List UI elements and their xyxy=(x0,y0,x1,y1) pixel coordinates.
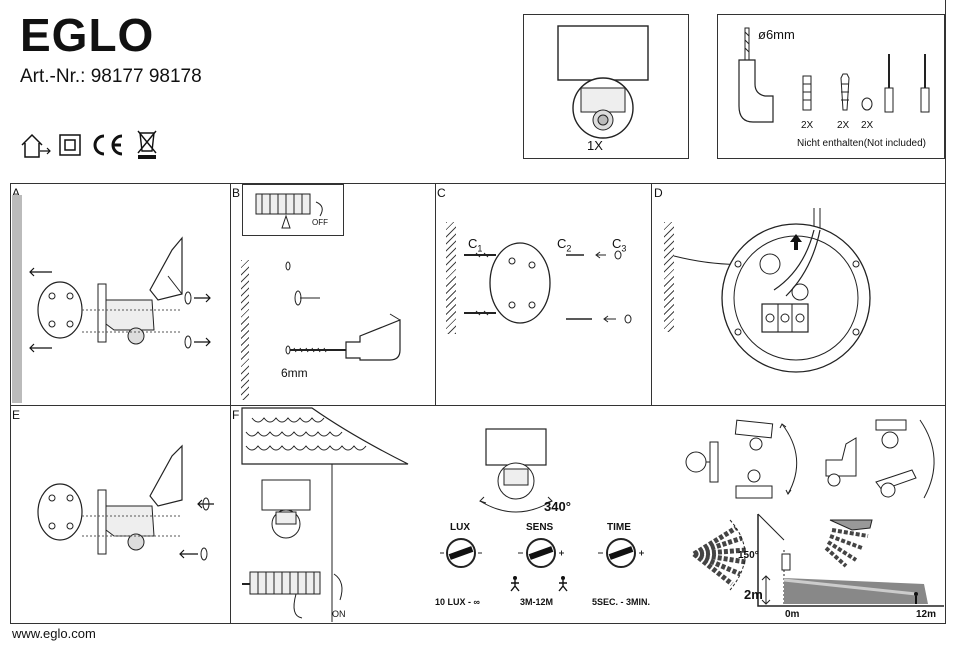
step-letter-e: E xyxy=(12,408,21,422)
class-ii-double-square-icon xyxy=(59,134,81,156)
grid-border-bottom xyxy=(10,623,946,624)
grid-divider-ab xyxy=(230,183,231,624)
dial-lux-title: LUX xyxy=(450,522,470,533)
ce-mark-icon xyxy=(93,134,123,156)
mount-height-label: 2m xyxy=(744,587,763,602)
range-end-label: 12m xyxy=(916,609,937,620)
grid-border-right xyxy=(945,0,946,624)
hardware-not-included-note: Nicht enthalten(Not included) xyxy=(797,138,926,149)
dial-sens-walker-icons xyxy=(510,576,568,592)
package-contents-panel xyxy=(523,14,689,159)
step-c-label-c3: C3 xyxy=(612,236,627,254)
step-b-drill-size: 6mm xyxy=(281,366,308,380)
step-d-wall xyxy=(664,222,674,332)
step-b-switch-label: OFF xyxy=(312,218,328,227)
step-c-label-c1: C1 xyxy=(468,236,483,254)
footer-website-url[interactable]: www.eglo.com xyxy=(12,626,96,641)
package-quantity: 1X xyxy=(587,138,603,153)
dial-lux-knob[interactable] xyxy=(440,536,482,570)
hardware-panel xyxy=(717,14,945,159)
step-c-wall xyxy=(446,222,456,334)
step-f-detection-rays-icon xyxy=(824,519,873,568)
dial-sens-knob[interactable] xyxy=(518,536,564,570)
dial-sens-title: SENS xyxy=(526,522,554,533)
step-letter-a: A xyxy=(12,186,21,200)
step-f-tilt-illustration xyxy=(685,419,935,499)
grid-border-middle xyxy=(10,405,946,406)
grid-border-left xyxy=(10,183,11,624)
hardware-count-dowel: 2X xyxy=(801,120,814,131)
step-letter-d: D xyxy=(654,186,663,200)
brand-logo: EGLO xyxy=(20,9,155,61)
detection-angle-label: 150° xyxy=(738,550,759,561)
step-letter-b: B xyxy=(232,186,241,200)
hardware-count-washer: 2X xyxy=(861,120,874,131)
hardware-illustration xyxy=(738,27,930,123)
step-b-breaker-icon xyxy=(255,193,323,229)
step-b-breaker-inset xyxy=(242,184,344,236)
step-b-wall xyxy=(241,260,249,400)
drill-size-label: ø6mm xyxy=(758,27,795,42)
dial-lux-range: 10 LUX - ∞ xyxy=(435,597,480,607)
step-c-mounting-illustration xyxy=(464,242,632,324)
floodlight-illustration xyxy=(557,25,649,139)
range-start-label: 0m xyxy=(785,609,800,620)
dial-time-knob[interactable] xyxy=(598,536,644,570)
dial-time-range: 5SEC. - 3MIN. xyxy=(592,597,651,607)
grid-border-top xyxy=(10,183,946,184)
step-f-roof-illustration xyxy=(241,407,409,622)
step-f-detection-fan-icon xyxy=(692,519,747,591)
dial-time-title: TIME xyxy=(607,522,631,533)
step-f-range-diagram xyxy=(757,513,944,607)
step-f-rotation-angle: 340° xyxy=(544,499,571,514)
step-letter-c: C xyxy=(437,186,446,200)
indoor-outdoor-house-icon xyxy=(21,133,51,158)
step-letter-f: F xyxy=(232,408,240,422)
step-d-wiring-illustration xyxy=(673,208,871,373)
grid-divider-cd xyxy=(651,183,652,405)
step-a-illustration xyxy=(29,236,211,353)
step-e-illustration xyxy=(37,444,214,561)
step-c-label-c2: C2 xyxy=(557,236,572,254)
step-f-rotation-illustration xyxy=(479,428,553,513)
step-f-switch-label: ON xyxy=(332,609,346,619)
step-a-wall-strip xyxy=(12,195,22,403)
weee-crossed-bin-icon xyxy=(137,130,157,159)
step-b-drilling-illustration xyxy=(285,261,401,361)
hardware-count-screw: 2X xyxy=(837,120,850,131)
grid-divider-bc xyxy=(435,183,436,405)
article-number: Art.-Nr.: 98177 98178 xyxy=(20,66,202,87)
dial-sens-range: 3M-12M xyxy=(520,597,554,607)
